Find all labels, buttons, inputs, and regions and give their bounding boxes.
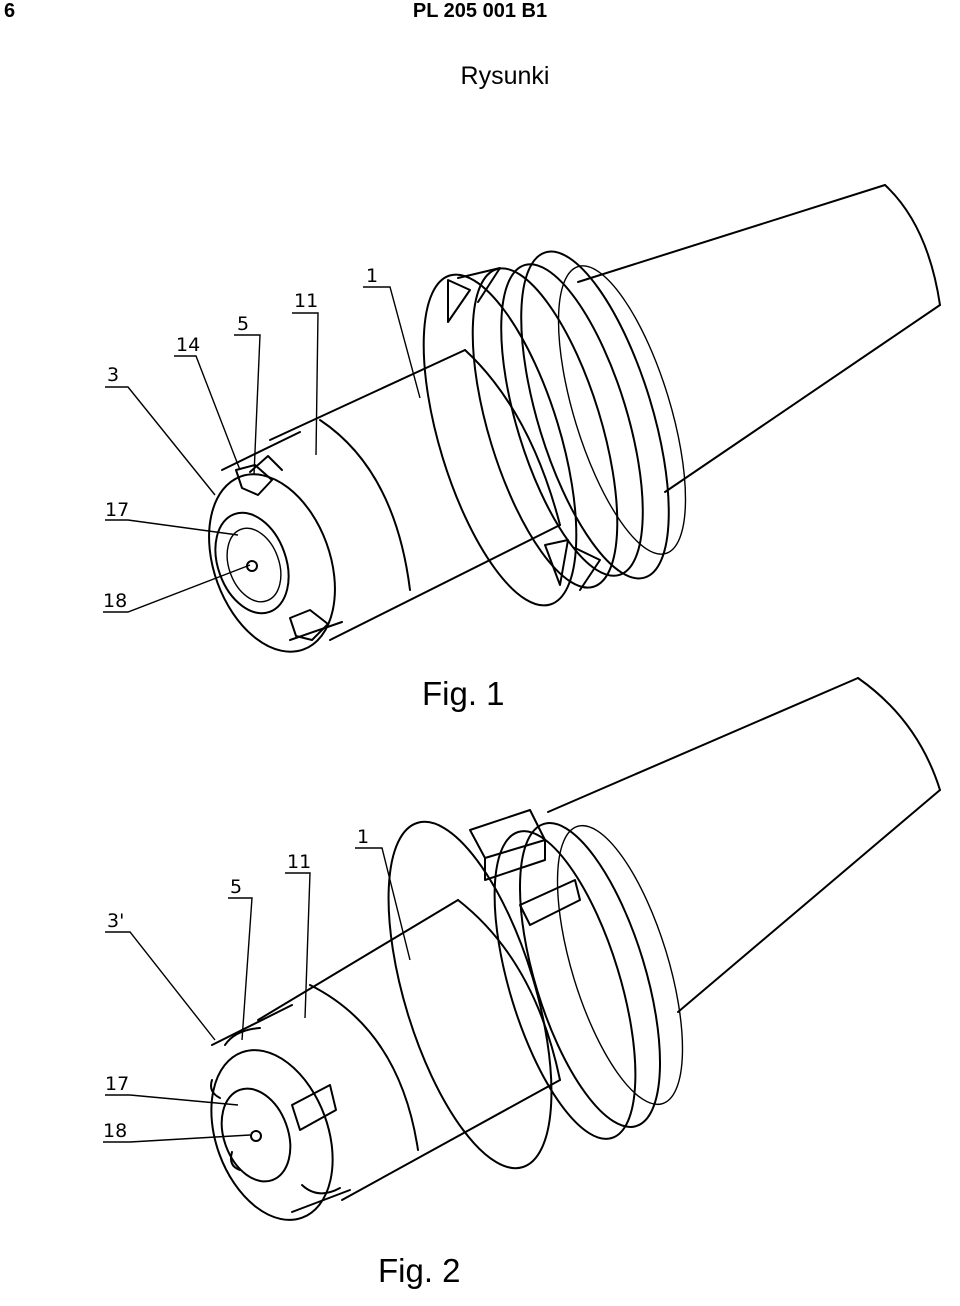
fig1-ref-17: 17: [105, 499, 129, 521]
fig1-ref-11: 11: [294, 290, 318, 312]
fig2-ref-1: 1: [357, 826, 369, 848]
fig2-ref-11: 11: [287, 851, 311, 873]
fig1-ref-14: 14: [176, 334, 200, 356]
fig1-caption: Fig. 1: [422, 675, 505, 712]
section-title: Rysunki: [460, 62, 550, 90]
fig2-caption: Fig. 2: [378, 1252, 461, 1289]
fig2-ref-5: 5: [230, 876, 242, 898]
fig1-ref-18: 18: [103, 590, 127, 612]
fig2-ref-17: 17: [105, 1073, 129, 1095]
figure-2-drawing: [103, 677, 941, 1221]
fig2-ref-18: 18: [103, 1120, 127, 1142]
fig1-ref-1: 1: [366, 265, 378, 287]
fig1-ref-3: 3: [107, 364, 119, 386]
page-number: 6: [4, 0, 16, 22]
figure-1-drawing: [103, 184, 941, 653]
fig2-ref-3prime: 3': [107, 910, 124, 932]
document-id: PL 205 001 B1: [412, 0, 548, 22]
fig1-ref-5: 5: [237, 313, 249, 335]
